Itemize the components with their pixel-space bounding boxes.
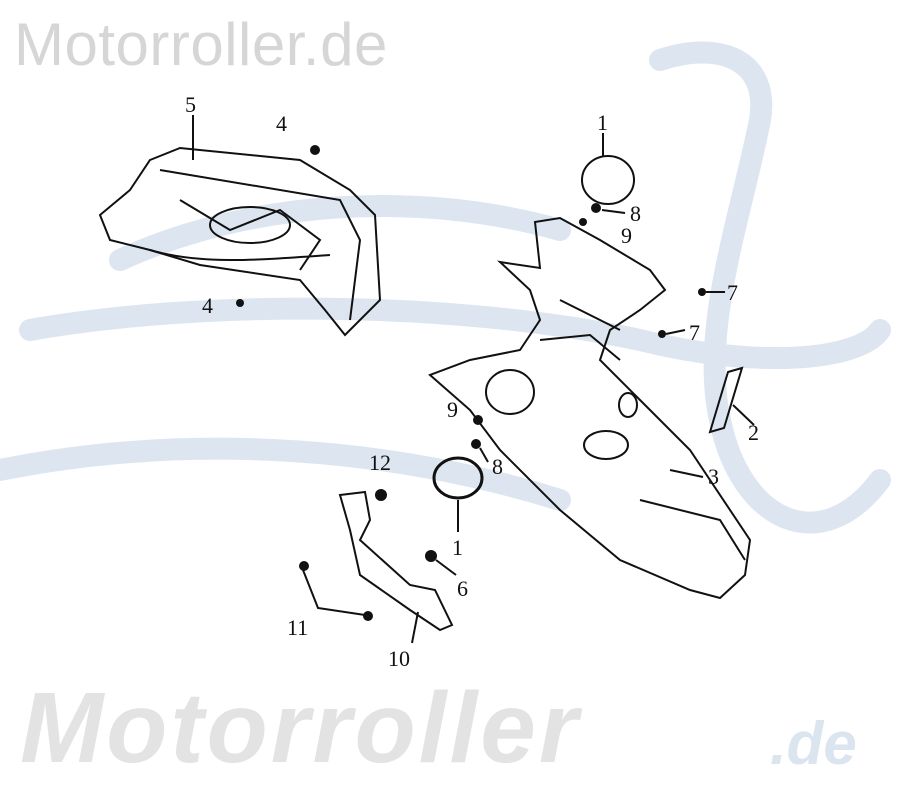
part-3-rear-fender xyxy=(428,216,752,600)
callout-labels: 5 4 4 1 8 9 7 7 2 9 8 3 12 1 6 11 10 xyxy=(185,92,759,671)
small-hardware xyxy=(236,145,706,621)
callout-7-top: 7 xyxy=(727,280,738,305)
callout-10: 10 xyxy=(388,646,410,671)
callout-4-top: 4 xyxy=(276,111,287,136)
watermark-top: Motorroller.de xyxy=(14,11,388,78)
watermark-suffix: .de xyxy=(770,710,857,777)
watermark-bottom: Motorroller xyxy=(20,672,581,784)
callout-3: 3 xyxy=(708,464,719,489)
part-5-rear-frame xyxy=(98,146,382,337)
callout-7-bottom: 7 xyxy=(689,320,700,345)
callout-11: 11 xyxy=(287,615,308,640)
part-1-reflector-top xyxy=(581,155,635,205)
part-10-license-bracket xyxy=(338,490,454,632)
callout-8-bottom: 8 xyxy=(492,454,503,479)
callout-9-bottom: 9 xyxy=(447,397,458,422)
leader-lines xyxy=(192,115,755,644)
callout-1-top: 1 xyxy=(597,110,608,135)
callout-4-bottom: 4 xyxy=(202,293,213,318)
scooter-logo-watermark xyxy=(0,41,891,534)
callout-2: 2 xyxy=(748,420,759,445)
part-2-side-reflector xyxy=(708,366,744,434)
callout-6: 6 xyxy=(457,576,468,601)
part-1-reflector-mid xyxy=(485,369,535,415)
callout-1-bottom: 1 xyxy=(452,535,463,560)
callout-5: 5 xyxy=(185,92,196,117)
part-1-reflector-bottom xyxy=(432,456,484,500)
callout-8-top: 8 xyxy=(630,201,641,226)
callout-9-top: 9 xyxy=(621,223,632,248)
callout-12: 12 xyxy=(369,450,391,475)
